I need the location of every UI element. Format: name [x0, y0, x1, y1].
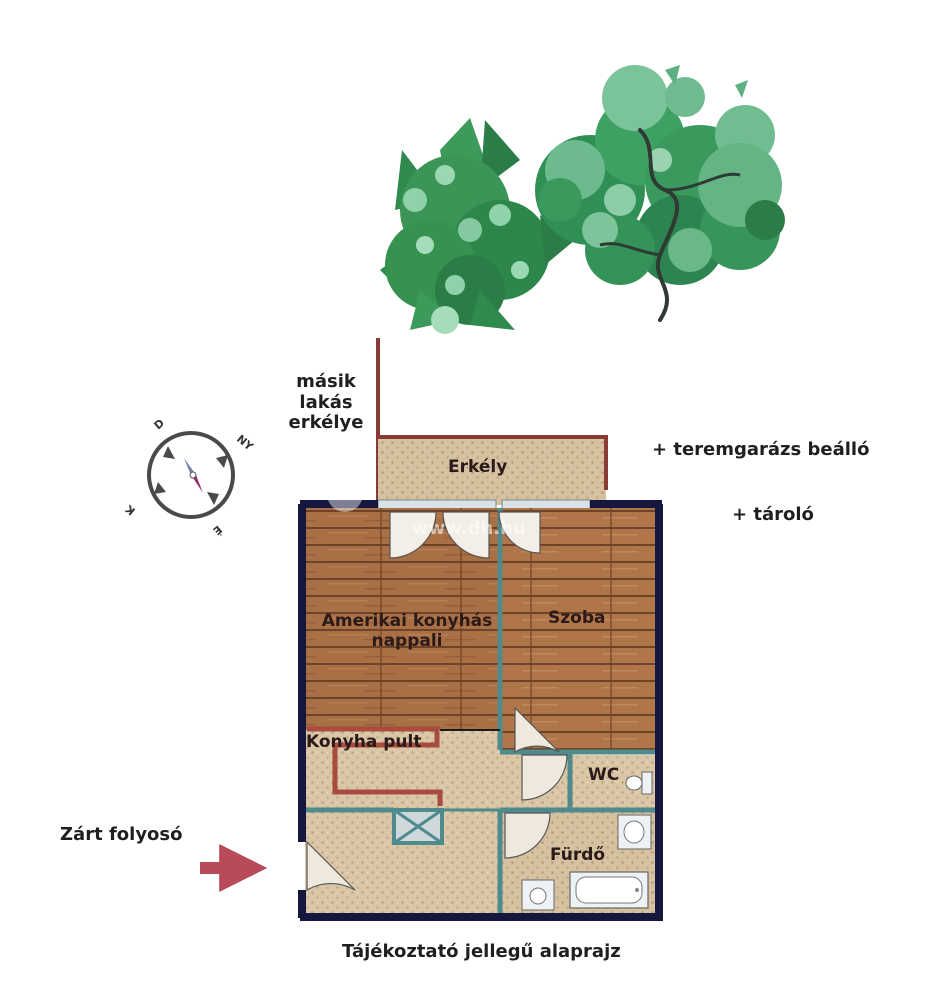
watermark-text: www.dh.hu	[412, 518, 526, 539]
watermark-logo	[327, 476, 363, 512]
living-room-label: Amerikai konyhás nappali	[321, 611, 493, 651]
balcony-label: Erkély	[448, 457, 508, 477]
wc-label: WC	[588, 765, 620, 785]
bathroom-label: Fürdő	[550, 845, 606, 865]
storage-note: + tároló	[732, 504, 814, 525]
tree-right-foliage	[535, 65, 785, 322]
compass-label-west: NY	[234, 432, 256, 454]
tree-left-foliage	[380, 118, 575, 334]
compass-label-east: K	[123, 502, 138, 518]
wc-toilet	[625, 771, 653, 795]
bathroom-sink	[617, 814, 652, 850]
bathroom-bathtub	[569, 871, 649, 909]
corridor-label: Zárt folyosó	[60, 824, 183, 845]
kitchen-counter	[307, 726, 444, 845]
compass-label-north: É	[210, 523, 224, 538]
garage-note: + teremgarázs beálló	[652, 439, 870, 460]
plan-caption: Tájékoztató jellegű alaprajz	[342, 941, 621, 962]
bedroom-label: Szoba	[548, 608, 606, 628]
tree-illustration	[380, 65, 785, 334]
compass-needle-south	[191, 475, 203, 493]
neighbor-balcony-label: másik lakás erkélye	[288, 371, 364, 434]
outer-walls	[298, 500, 663, 921]
washing-machine	[521, 879, 555, 911]
compass-needle-north	[184, 458, 196, 475]
doors	[306, 511, 568, 892]
inner-walls	[305, 508, 655, 915]
compass-label-south: D	[152, 416, 167, 432]
kitchen-counter-label: Konyha pult	[306, 732, 422, 752]
compass-rose: D NY É K	[123, 416, 257, 537]
